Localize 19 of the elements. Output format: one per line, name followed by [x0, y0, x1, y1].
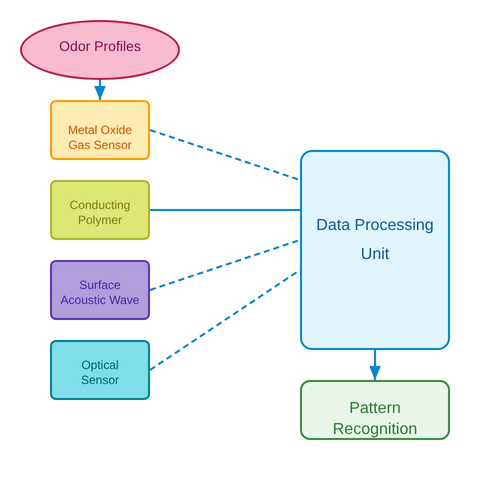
node-label: Optical Sensor: [80, 358, 120, 388]
node-label: Data Processing Unit: [315, 216, 435, 265]
sensor-box: [50, 100, 150, 160]
sensor-box: [50, 340, 150, 400]
dashed-connector-line: [150, 129, 300, 181]
node-label: Odor Profiles: [59, 37, 141, 55]
sensor-box: [50, 260, 150, 320]
node-label: Conducting Polymer: [68, 198, 132, 228]
dashed-connector-line: [149, 269, 301, 371]
node-label: Metal Oxide Gas Sensor: [66, 123, 134, 153]
process-box: [300, 150, 450, 350]
connector-line: [150, 209, 300, 211]
arrow: [369, 350, 381, 380]
sensor-box: [50, 180, 150, 240]
dashed-connector-line: [150, 239, 300, 291]
node-label: Pattern Recognition: [332, 399, 418, 440]
node-label: Surface Acoustic Wave: [60, 278, 140, 308]
output-box: [300, 380, 450, 440]
arrow: [94, 80, 106, 100]
